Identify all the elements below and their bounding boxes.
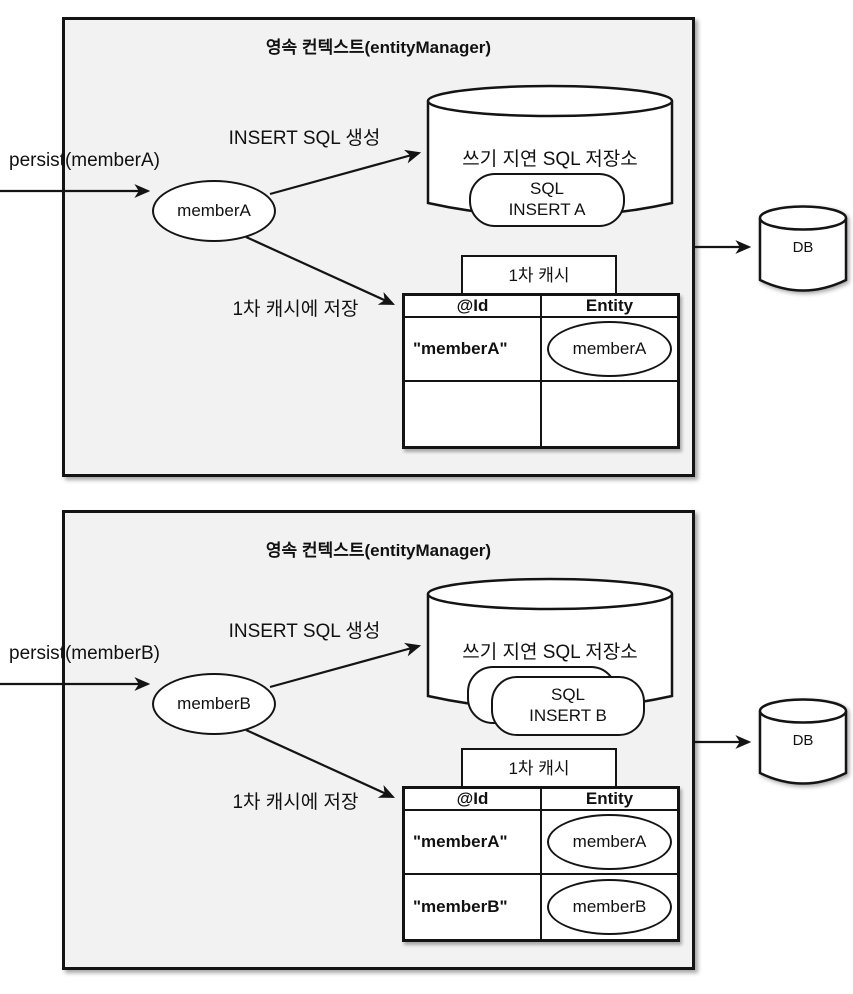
database-label: DB	[792, 732, 814, 749]
entity-column-header: Entity	[540, 789, 677, 811]
entity-cell-row1: memberA	[540, 811, 677, 875]
id-column-header: @Id	[405, 789, 540, 811]
entity-ellipse-row1: memberA	[547, 814, 672, 870]
id-cell-row1: "memberA"	[405, 318, 540, 382]
member-entity-label: memberA	[177, 201, 251, 220]
database-cylinder	[758, 205, 848, 292]
database-cylinder	[758, 698, 848, 785]
entity-ellipse-label: memberB	[572, 897, 647, 916]
cache-save-label: 1차 캐시에 저장	[232, 299, 359, 320]
member-entity-ellipse: memberB	[152, 673, 276, 735]
insert-sql-label: INSERT SQL 생성	[228, 621, 381, 642]
id-cell-row1: "memberA"	[405, 811, 540, 875]
entity-ellipse-label: memberA	[572, 832, 647, 851]
sql-card: SQL INSERT A	[469, 173, 625, 227]
insert-sql-arrow	[269, 642, 422, 689]
member-entity-ellipse: memberA	[152, 180, 276, 242]
id-cell-row2	[405, 382, 540, 446]
cache-save-arrow	[245, 235, 396, 306]
id-column-header: @Id	[405, 296, 540, 318]
persistence-context-section-b: 영속 컨텍스트(entityManager) persist(memberB) …	[0, 510, 853, 992]
member-entity-label: memberB	[177, 694, 251, 713]
write-behind-store-label: 쓰기 지연 SQL 저장소	[462, 642, 638, 663]
insert-sql-arrow	[269, 149, 422, 196]
sql-card-line2: INSERT A	[508, 200, 586, 219]
sql-card-line1: SQL	[550, 685, 586, 705]
insert-sql-label: INSERT SQL 생성	[228, 128, 381, 149]
first-level-cache-table: @Id Entity "memberA" memberA "memberB" m…	[402, 786, 680, 942]
cache-save-arrow	[245, 728, 396, 799]
persist-call-label: persist(memberB)	[9, 643, 160, 664]
persistence-context-section-a: 영속 컨텍스트(entityManager) persist(memberA) …	[0, 17, 853, 499]
first-level-cache-table: @Id Entity "memberA" memberA	[402, 293, 680, 449]
entity-ellipse-label: memberA	[572, 339, 647, 358]
sql-card-line2: INSERT B	[529, 706, 607, 725]
persist-call-label: persist(memberA)	[9, 150, 160, 171]
sql-card-line1: SQL	[529, 179, 565, 199]
entity-ellipse-row2: memberB	[547, 879, 672, 935]
entity-cell-row2: memberB	[540, 875, 677, 939]
write-behind-store-label: 쓰기 지연 SQL 저장소	[462, 149, 638, 170]
connector-arrows	[0, 149, 752, 306]
entity-ellipse-row1: memberA	[547, 321, 672, 377]
database-label: DB	[792, 239, 814, 256]
entity-column-header: Entity	[540, 296, 677, 318]
entity-cell-row2	[540, 382, 677, 446]
id-cell-row2: "memberB"	[413, 897, 508, 916]
sql-card: SQL INSERT B	[491, 676, 645, 736]
panel-title: 영속 컨텍스트(entityManager)	[265, 38, 492, 57]
panel-title: 영속 컨텍스트(entityManager)	[265, 541, 492, 560]
entity-cell-row1: memberA	[540, 318, 677, 382]
cache-save-label: 1차 캐시에 저장	[232, 792, 359, 813]
connector-arrows	[0, 642, 752, 799]
